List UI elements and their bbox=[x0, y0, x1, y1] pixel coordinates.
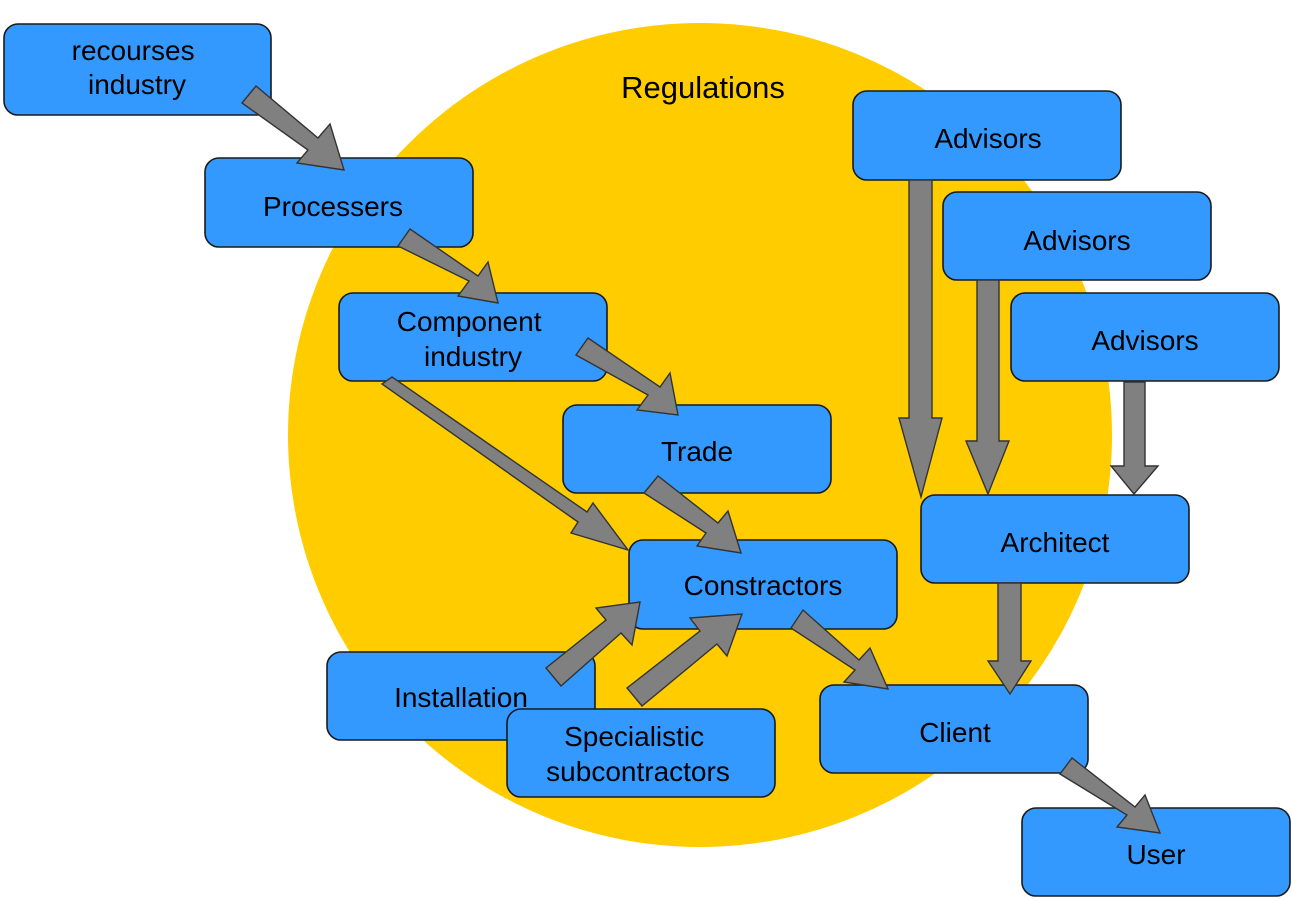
node-resources-line-1: recourses bbox=[72, 35, 195, 66]
arrow-constractors-to-client bbox=[790, 608, 890, 690]
node-advisors-3[interactable]: Advisors bbox=[1010, 292, 1280, 382]
node-architect[interactable]: Architect bbox=[920, 494, 1190, 584]
node-constractors[interactable]: Constractors bbox=[628, 539, 898, 630]
arrow-architect-to-client bbox=[986, 582, 1033, 696]
node-advisors-1-label: Advisors bbox=[934, 123, 1041, 154]
arrow-advisors1-to-architect bbox=[898, 179, 943, 500]
arrow-component-to-constractors bbox=[380, 376, 630, 552]
arrow-processers-to-component bbox=[396, 228, 499, 304]
node-trade-label: Trade bbox=[661, 436, 733, 467]
arrow-trade-to-constractors bbox=[642, 475, 743, 554]
node-constractors-label: Constractors bbox=[684, 570, 843, 601]
node-specialistic-line-2: subcontractors bbox=[546, 756, 730, 787]
arrow-installation-to-constractors bbox=[545, 601, 641, 688]
node-advisors-3-label: Advisors bbox=[1091, 325, 1198, 356]
svg-text:recourses industry: recourses industry bbox=[72, 35, 203, 100]
node-trade[interactable]: Trade bbox=[562, 404, 832, 494]
arrow-advisors3-to-architect bbox=[1109, 381, 1160, 496]
node-installation-label: Installation bbox=[394, 682, 528, 713]
node-client-label: Client bbox=[919, 717, 991, 748]
node-component-line-1: Component bbox=[397, 306, 542, 337]
node-specialistic-subcontractors[interactable]: Specialistic subcontractors bbox=[506, 708, 776, 798]
node-architect-label: Architect bbox=[1001, 527, 1110, 558]
svg-text:Component industry: Component industry bbox=[397, 306, 550, 372]
arrow-advisors2-to-architect bbox=[964, 279, 1011, 496]
node-advisors-2-label: Advisors bbox=[1023, 225, 1130, 256]
node-user-label: User bbox=[1126, 839, 1185, 870]
regulations-label: Regulations bbox=[621, 70, 785, 105]
svg-text:Specialistic subcontract: Specialistic subcontractors bbox=[546, 721, 730, 787]
arrow-component-to-trade bbox=[574, 337, 679, 416]
node-specialistic-line-1: Specialistic bbox=[564, 721, 704, 752]
node-component-industry[interactable]: Component industry bbox=[338, 292, 608, 382]
arrow-client-to-user bbox=[1058, 757, 1162, 834]
node-advisors-1[interactable]: Advisors bbox=[852, 90, 1122, 181]
node-resources[interactable]: recourses industry bbox=[3, 23, 272, 116]
node-processers[interactable]: Processers bbox=[204, 157, 474, 248]
node-user[interactable]: User bbox=[1021, 807, 1291, 897]
node-processers-label: Processers bbox=[263, 191, 403, 222]
node-advisors-2[interactable]: Advisors bbox=[942, 191, 1212, 281]
arrow-specialistic-to-constractors bbox=[625, 613, 744, 707]
node-client[interactable]: Client bbox=[819, 684, 1089, 774]
arrow-resources-to-processers bbox=[240, 85, 345, 171]
node-component-line-2: industry bbox=[424, 341, 522, 372]
node-resources-line-2: industry bbox=[88, 69, 186, 100]
